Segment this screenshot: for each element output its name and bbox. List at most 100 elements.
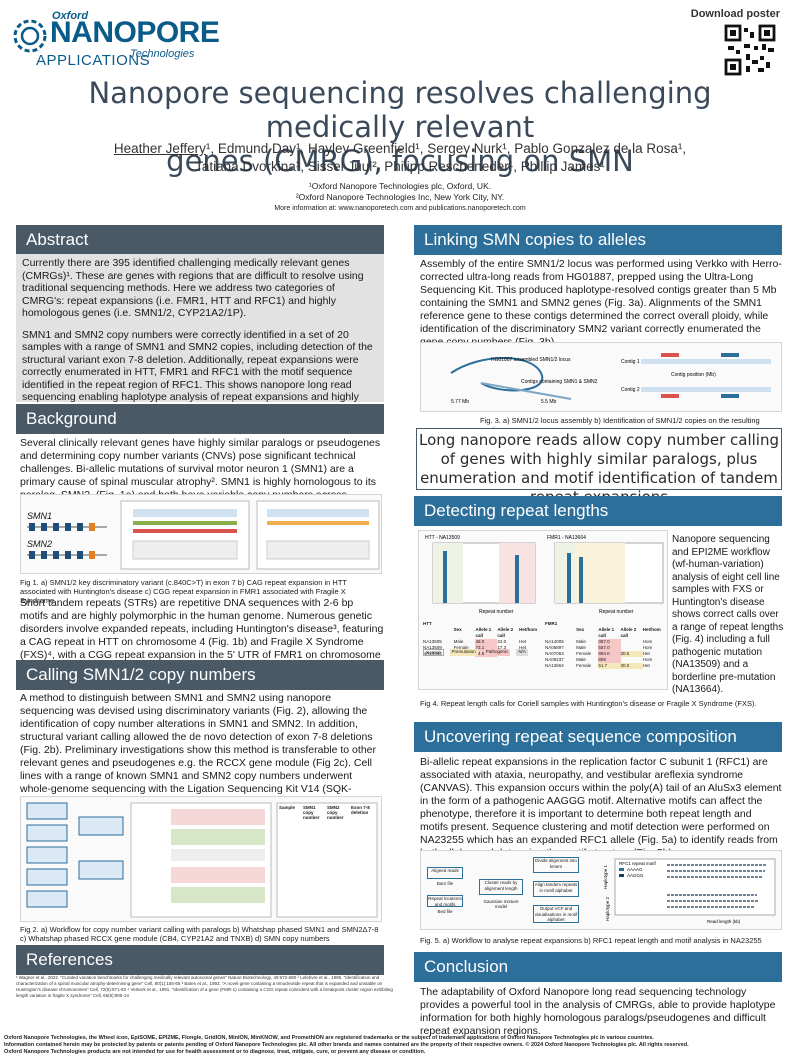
fig4-plot2-title: FMR1 - NA13664 (547, 535, 586, 541)
poster-header: Oxford NANOPORE Technologies APPLICATION… (0, 0, 800, 222)
fmr1-cell: Hom (642, 657, 653, 662)
wf-bam-file: Bam file (436, 881, 454, 886)
fig4-plot1-title: HTT - NA13509 (425, 535, 460, 541)
htt-cell: NA14044 (423, 651, 442, 656)
authors-line-1: ¹, Edmund Day¹, Hayley Greenfield¹, Serg… (205, 141, 687, 156)
figure-5-caption: Fig. 5. a) Workflow to analyse repeat ex… (420, 936, 762, 945)
fig3-contig-1: Contig 1 (621, 359, 640, 365)
figure-1-caption: Fig 1. a) SMN1/2 key discriminatory vari… (20, 578, 347, 605)
background-paragraph-1: Several clinically relevant genes have h… (20, 437, 381, 514)
htt-table-header: Sex Allele 1 call Allele 2 call Het/hom (423, 627, 541, 639)
fmr1-cell: Hom (642, 639, 653, 644)
fmr1-cell: NA09237 (545, 657, 564, 662)
fig5-legend-aaggg: AAGGG (627, 873, 644, 878)
wf-repeat-locations: Repeat locations and motifs (427, 895, 463, 907)
wf-bed-file: Bed file (437, 909, 453, 914)
fmr1-cell: NA13664 (545, 663, 564, 668)
fmr1-cell: Hom (642, 645, 653, 650)
uncovering-heading: Uncovering repeat sequence composition (414, 722, 782, 752)
qr-code-icon[interactable] (724, 24, 776, 76)
affiliation-2: ²Oxford Nanopore Technologies Inc, New Y… (295, 192, 505, 202)
fig1-smn2-label: SMN2 (27, 539, 52, 549)
htt-header-sex: Sex (453, 627, 462, 632)
fig4-xlabel-1: Repeat number (479, 609, 514, 615)
fig3-size-1: 5.77 Mb (451, 399, 469, 405)
fmr1-cell: 894.0 (598, 651, 621, 657)
applications-label: APPLICATIONS (36, 52, 151, 69)
affiliations: ¹Oxford Nanopore Technologies plc, Oxfor… (20, 181, 780, 214)
abstract-paragraph-1: Currently there are 395 identified chall… (22, 257, 364, 319)
htt-header-sample (423, 627, 454, 639)
fig4-legend: Normal Premutation Pathogenic N/A (423, 649, 528, 656)
htt-header-hethom: Het/hom (519, 627, 538, 632)
htt-header-allele-2: Allele 2 call (497, 627, 514, 638)
fmr1-cell: 30.0 (620, 663, 643, 669)
more-info-link[interactable]: More information at: www.nanoporetech.co… (274, 205, 526, 212)
fig1-smn1-label: SMN1 (27, 511, 52, 521)
htt-cell: Het (519, 645, 527, 650)
poster-title: Nanopore sequencing resolves challenging… (20, 76, 780, 178)
fig2-header-deletion: Exon 7-8 deletion (351, 805, 370, 815)
fig5-legend-aaaag: AAAAG (627, 867, 643, 872)
abstract-paragraph-2: SMN1 and SMN2 copy numbers were correctl… (22, 328, 373, 416)
footer: Oxford Nanopore Technologies, the Wheel … (4, 1035, 796, 1056)
conclusion-heading: Conclusion (414, 952, 782, 982)
figure-4-caption: Fig 4. Repeat length calls for Coriell s… (420, 699, 757, 708)
brand-main: NANOPORE (50, 16, 220, 49)
htt-cell: Female (453, 645, 469, 650)
fmr1-cell: Male (576, 645, 586, 650)
fig2-header-smn2: SMN2 copy number (327, 805, 344, 820)
figure-2-caption: Fig 2. a) Workflow for copy number varia… (20, 925, 379, 943)
affiliation-1: ¹Oxford Nanopore Technologies plc, Oxfor… (308, 181, 492, 191)
fig5-hap1: Haplotype 1 (603, 864, 608, 889)
fmr1-cell: NA06897 (545, 645, 564, 650)
fig5-legend-title: RFC1 repeat motif (619, 861, 657, 866)
fmr1-cell: Het (642, 651, 650, 656)
fmr1-table-header: Sex Allele 1 call Allele 2 call Het/hom (545, 627, 665, 639)
fig3-contig-2: Contig 2 (621, 387, 640, 393)
first-author[interactable]: Heather Jeffery (113, 141, 206, 156)
title-line-2: genes (CMRG), focusing on SMN (166, 144, 634, 178)
fmr1-cell: 30.5 (620, 651, 643, 657)
fig3-size-2: 5.5 Mb (541, 399, 557, 405)
footer-line-1: Oxford Nanopore Technologies, the Wheel … (4, 1035, 654, 1041)
htt-cell: NA13509 (423, 645, 442, 650)
wf-divide-kmers: Divide alignment into kmers (533, 857, 579, 873)
legend-na: N/A (516, 649, 528, 656)
background-paragraph-2: Short tandem repeats (STRs) are repetiti… (20, 597, 384, 674)
conclusion-paragraph-1: The adaptability of Oxford Nanopore long… (420, 986, 776, 1037)
key-message-callout: Long nanopore reads allow copy number ca… (416, 428, 782, 506)
figure-5-plot: Haplotype 1 Haplotype 2 RFC1 repeat moti… (603, 858, 776, 924)
fig5-xlabel: Read length (kb) (707, 919, 741, 924)
background-heading: Background (16, 404, 384, 434)
wf-cluster-reads: Cluster reads by alignment length (479, 879, 523, 895)
download-poster-link[interactable]: Download poster (690, 8, 780, 20)
htt-cell: 17.3 (497, 645, 507, 650)
title-line-1: Nanopore sequencing resolves challenging… (88, 76, 712, 144)
fmr1-cell: Het (642, 663, 650, 668)
figure-2-graphic (26, 802, 378, 918)
brand-sub: Technologies (130, 48, 195, 60)
wf-gaussian-model: Gaussian mixture model (483, 899, 519, 909)
htt-cell: Het (519, 639, 527, 644)
fmr1-header-allele-1: Allele 1 call (598, 627, 615, 638)
fmr1-header-sex: Sex (576, 627, 585, 632)
htt-cell: 22.0 (497, 639, 507, 644)
nanopore-wheel-icon (13, 19, 47, 53)
calling-heading: Calling SMN1/2 copy numbers (16, 660, 384, 690)
company-logo[interactable]: Oxford NANOPORE Technologies (10, 10, 240, 72)
wf-aligned-reads: Aligned reads (427, 867, 463, 879)
fmr1-cell: 557.0 (598, 645, 621, 651)
figure-3: HG01887 assembled SMN1/2 locus Contigs c… (420, 342, 782, 412)
legend-pathogenic: Pathogenic (483, 649, 511, 656)
references-heading: References (16, 945, 384, 975)
fmr1-cell: Male (576, 639, 586, 644)
figure-4-plots: HTT - NA13509 FMR1 - NA13664 Repeat numb… (425, 535, 664, 615)
brand-top: Oxford (52, 10, 89, 22)
figure-5: Aligned reads Bam file Repeat locations … (420, 850, 782, 930)
htt-table-title: HTT (423, 621, 432, 626)
